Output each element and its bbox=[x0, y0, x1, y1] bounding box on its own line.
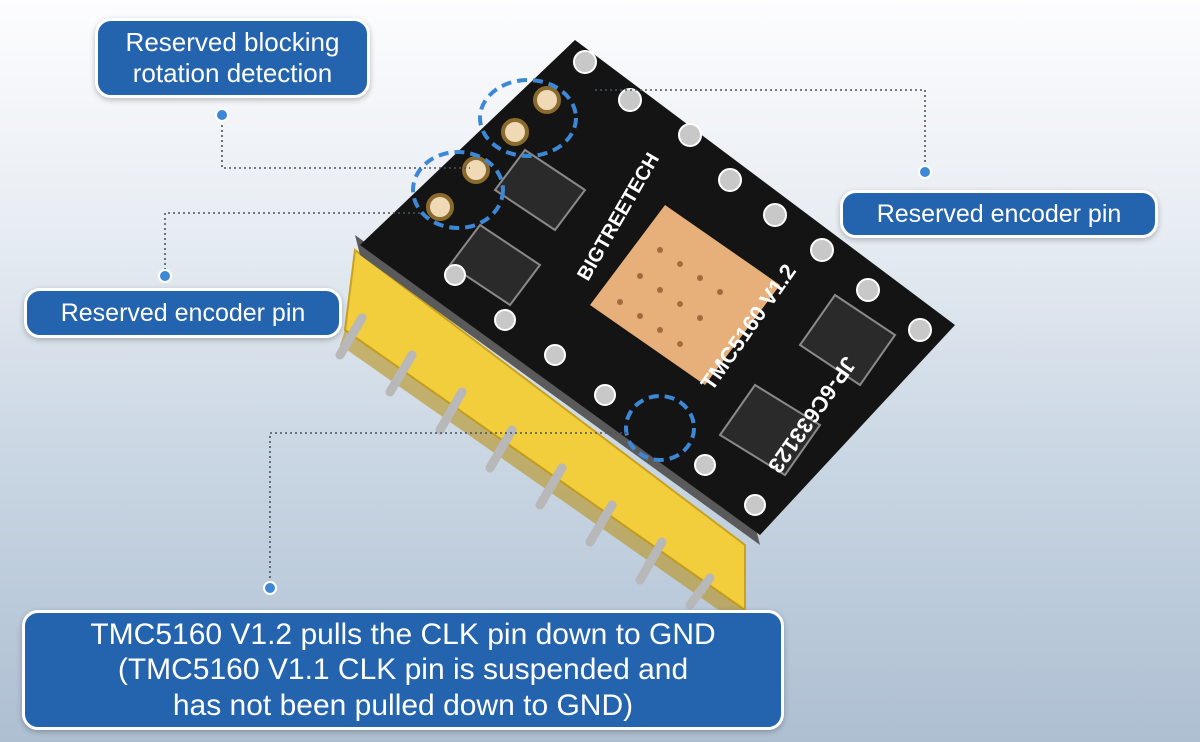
leader-lines bbox=[164, 89, 926, 588]
top-pins bbox=[444, 50, 932, 516]
callout-blocking-detection: Reserved blocking rotation detection bbox=[95, 18, 370, 98]
callout-blocking-line1: Reserved blocking bbox=[125, 26, 340, 57]
callout-encoder-left: Reserved encoder pin bbox=[24, 288, 342, 338]
thermal-vias bbox=[617, 247, 723, 347]
callout-encoder-right: Reserved encoder pin bbox=[840, 190, 1158, 238]
callout-clk-pin: TMC5160 V1.2 pulls the CLK pin down to G… bbox=[22, 610, 784, 730]
chips bbox=[448, 148, 897, 477]
highlight-rings bbox=[411, 78, 696, 462]
callout-clk-line3: has not been pulled down to GND) bbox=[172, 688, 634, 722]
bottom-pins bbox=[335, 313, 715, 610]
callout-clk-line2: (TMC5160 V1.1 CLK pin is suspended and bbox=[117, 653, 689, 687]
thermal-pad bbox=[590, 205, 780, 385]
callout-blocking-line2: rotation detection bbox=[132, 58, 333, 88]
reserved-pads bbox=[426, 86, 561, 221]
leader-dots bbox=[158, 108, 932, 595]
callout-clk-line1: TMC5160 V1.2 pulls the CLK pin down to G… bbox=[90, 617, 716, 651]
header-shadow bbox=[340, 330, 745, 625]
